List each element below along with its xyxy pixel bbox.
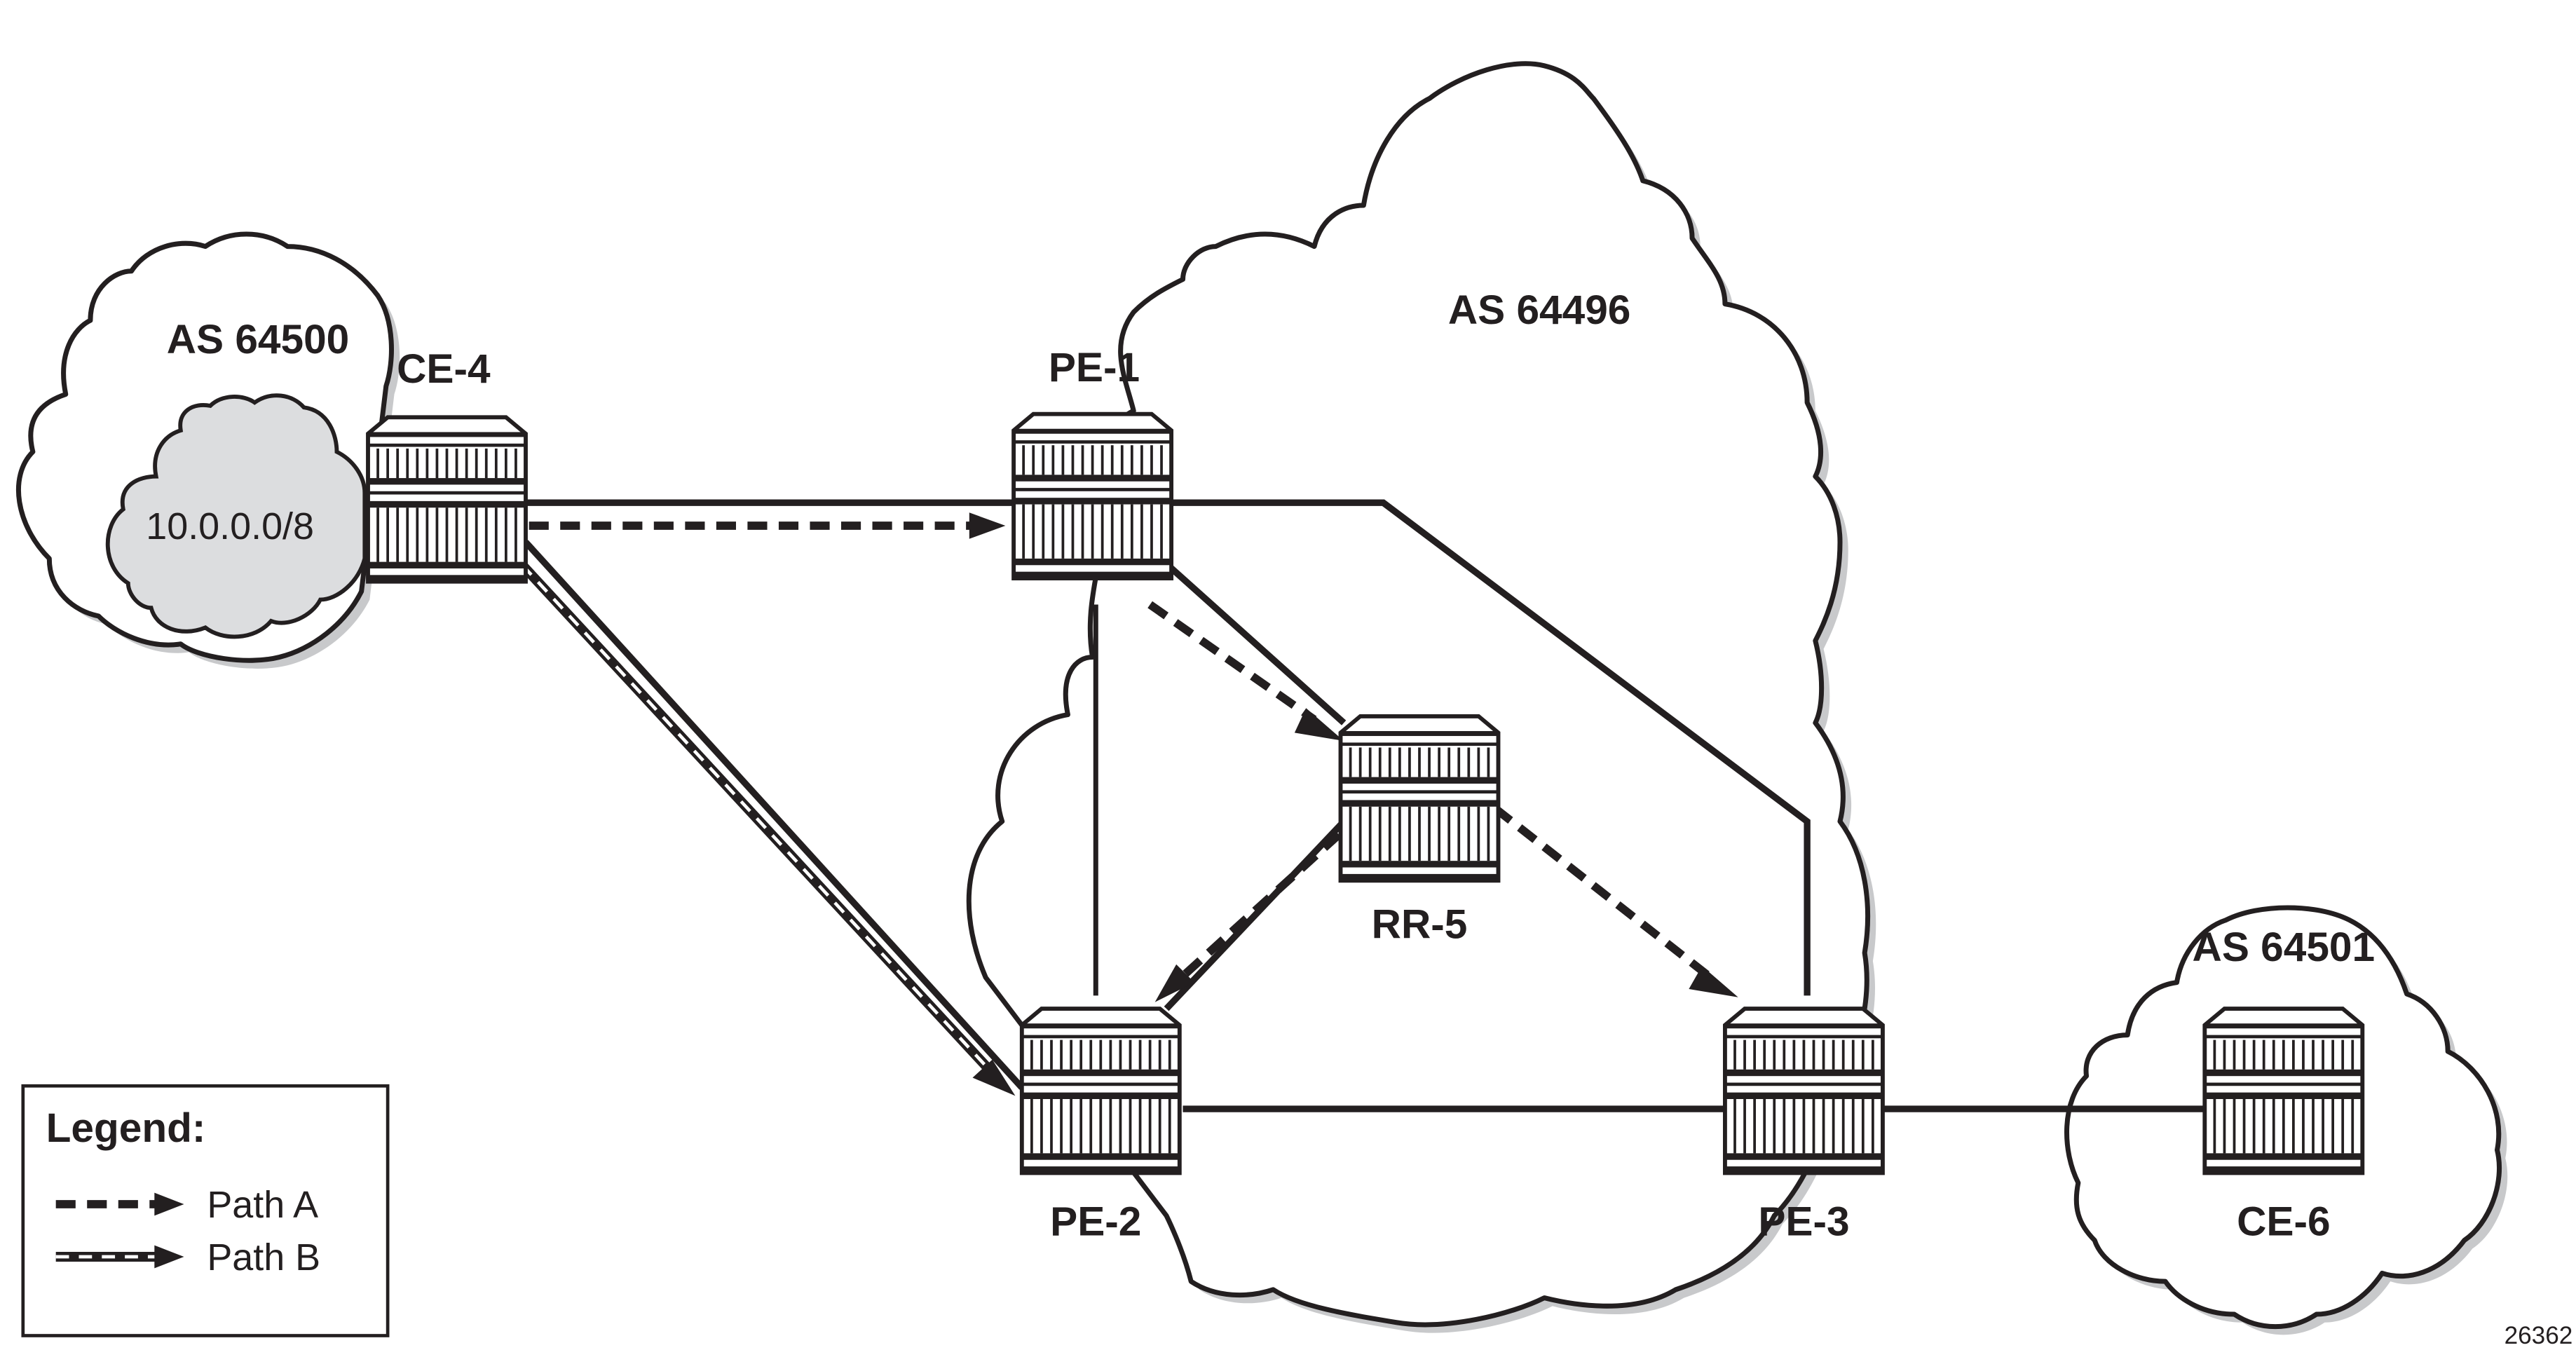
legend-title: Legend: bbox=[46, 1105, 206, 1151]
legend: Legend: Path A Path B bbox=[21, 1084, 390, 1337]
path-a-arrowhead bbox=[1294, 708, 1344, 742]
path-a-arrowhead bbox=[1689, 966, 1738, 997]
prefix-label: 10.0.0.0/8 bbox=[146, 505, 314, 547]
router-pe-1[interactable]: PE-1 bbox=[1014, 345, 1171, 578]
link-pe1-pe3 bbox=[1169, 499, 1811, 996]
router-label: RR-5 bbox=[1372, 901, 1468, 947]
link-pe1-rr5 bbox=[1167, 564, 1347, 725]
path-b-arrowhead bbox=[972, 1059, 1016, 1096]
legend-path-b-label: Path B bbox=[207, 1236, 320, 1278]
as64501-label: AS 64501 bbox=[2193, 925, 2376, 970]
router-ce-6[interactable]: CE-6 bbox=[2204, 1009, 2362, 1245]
router-label: PE-3 bbox=[1758, 1199, 1849, 1245]
as64500-label: AS 64500 bbox=[167, 317, 350, 362]
link-ce4-pe2 bbox=[523, 540, 1025, 1090]
router-pe-2[interactable]: PE-2 bbox=[1022, 1009, 1180, 1245]
as64496-label: AS 64496 bbox=[1448, 287, 1631, 333]
path-a-pe1-rr5 bbox=[1147, 601, 1317, 723]
path-a bbox=[529, 512, 1738, 1002]
path-a-rr5-pe2 bbox=[1176, 831, 1342, 983]
router-label: CE-6 bbox=[2237, 1199, 2330, 1245]
router-label: CE-4 bbox=[397, 346, 491, 392]
legend-path-a-label: Path A bbox=[207, 1184, 318, 1226]
prefix-cloud: 10.0.0.0/8 bbox=[105, 393, 367, 639]
router-ce-4[interactable]: CE-4 bbox=[368, 346, 526, 582]
link-rr5-pe2 bbox=[1164, 819, 1347, 1011]
path-a-rr5-pe3 bbox=[1492, 805, 1712, 979]
path-b bbox=[519, 561, 1016, 1096]
figure-id: 26362 bbox=[2505, 1322, 2573, 1349]
legend-box bbox=[21, 1084, 390, 1337]
path-a-arrowhead bbox=[1154, 964, 1194, 1002]
legend-path-b-arrowhead bbox=[154, 1245, 184, 1269]
links bbox=[522, 499, 2205, 1112]
as64496-cloud: AS 64496 bbox=[966, 61, 1876, 1333]
router-pe-3[interactable]: PE-3 bbox=[1725, 1009, 1883, 1245]
router-label: PE-1 bbox=[1049, 345, 1140, 390]
legend-path-a-arrowhead bbox=[154, 1192, 184, 1216]
path-a-arrowhead bbox=[969, 512, 1006, 539]
path-b-ce4-pe2 bbox=[519, 561, 995, 1075]
router-rr-5[interactable]: RR-5 bbox=[1341, 716, 1499, 947]
router-label: PE-2 bbox=[1050, 1199, 1141, 1245]
